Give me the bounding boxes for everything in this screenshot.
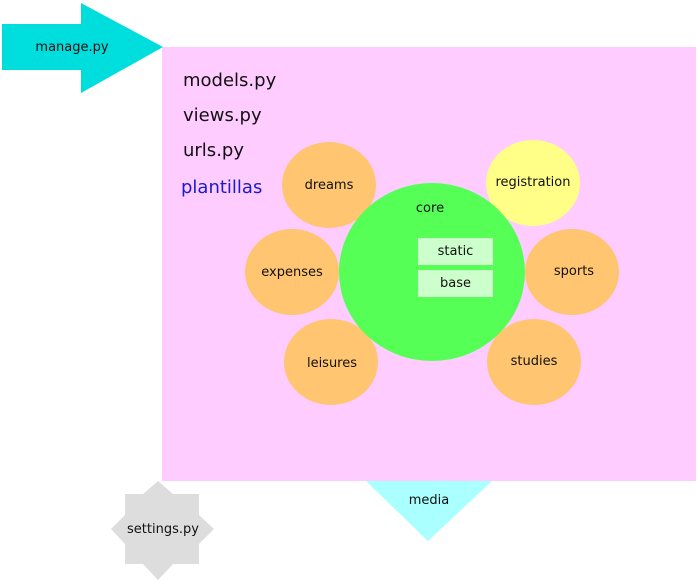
app-sports-shape bbox=[525, 229, 619, 315]
app-sports-label: sports bbox=[553, 263, 595, 279]
templates-folder: plantillas bbox=[181, 177, 263, 198]
app-studies-label: studies bbox=[510, 353, 558, 369]
app-expenses-shape bbox=[245, 229, 339, 315]
app-dreams-label: dreams bbox=[304, 177, 354, 193]
app-dreams-shape bbox=[282, 142, 376, 228]
settings-label: settings.py bbox=[127, 521, 199, 537]
media-triangle-shape bbox=[366, 481, 492, 541]
app-expenses-label: expenses bbox=[261, 264, 323, 280]
file-views: views.py bbox=[183, 105, 262, 126]
media-label: media bbox=[408, 492, 450, 508]
app-leisures-label: leisures bbox=[306, 355, 358, 371]
app-studies-shape bbox=[487, 319, 581, 405]
file-urls: urls.py bbox=[183, 140, 244, 161]
app-leisures-shape bbox=[284, 319, 378, 405]
settings-star-shape bbox=[111, 481, 214, 580]
core-label: core bbox=[415, 200, 445, 216]
app-registration-label: registration bbox=[495, 174, 571, 190]
file-models: models.py bbox=[183, 70, 277, 91]
core-item-base: base bbox=[440, 276, 471, 291]
core-item-static: static bbox=[437, 244, 474, 259]
manage-label: manage.py bbox=[35, 39, 109, 55]
manage-arrow-shape bbox=[2, 3, 163, 93]
core-item-static-shape bbox=[418, 238, 493, 265]
core-item-base-shape bbox=[418, 270, 493, 297]
app-registration-shape bbox=[486, 140, 580, 226]
